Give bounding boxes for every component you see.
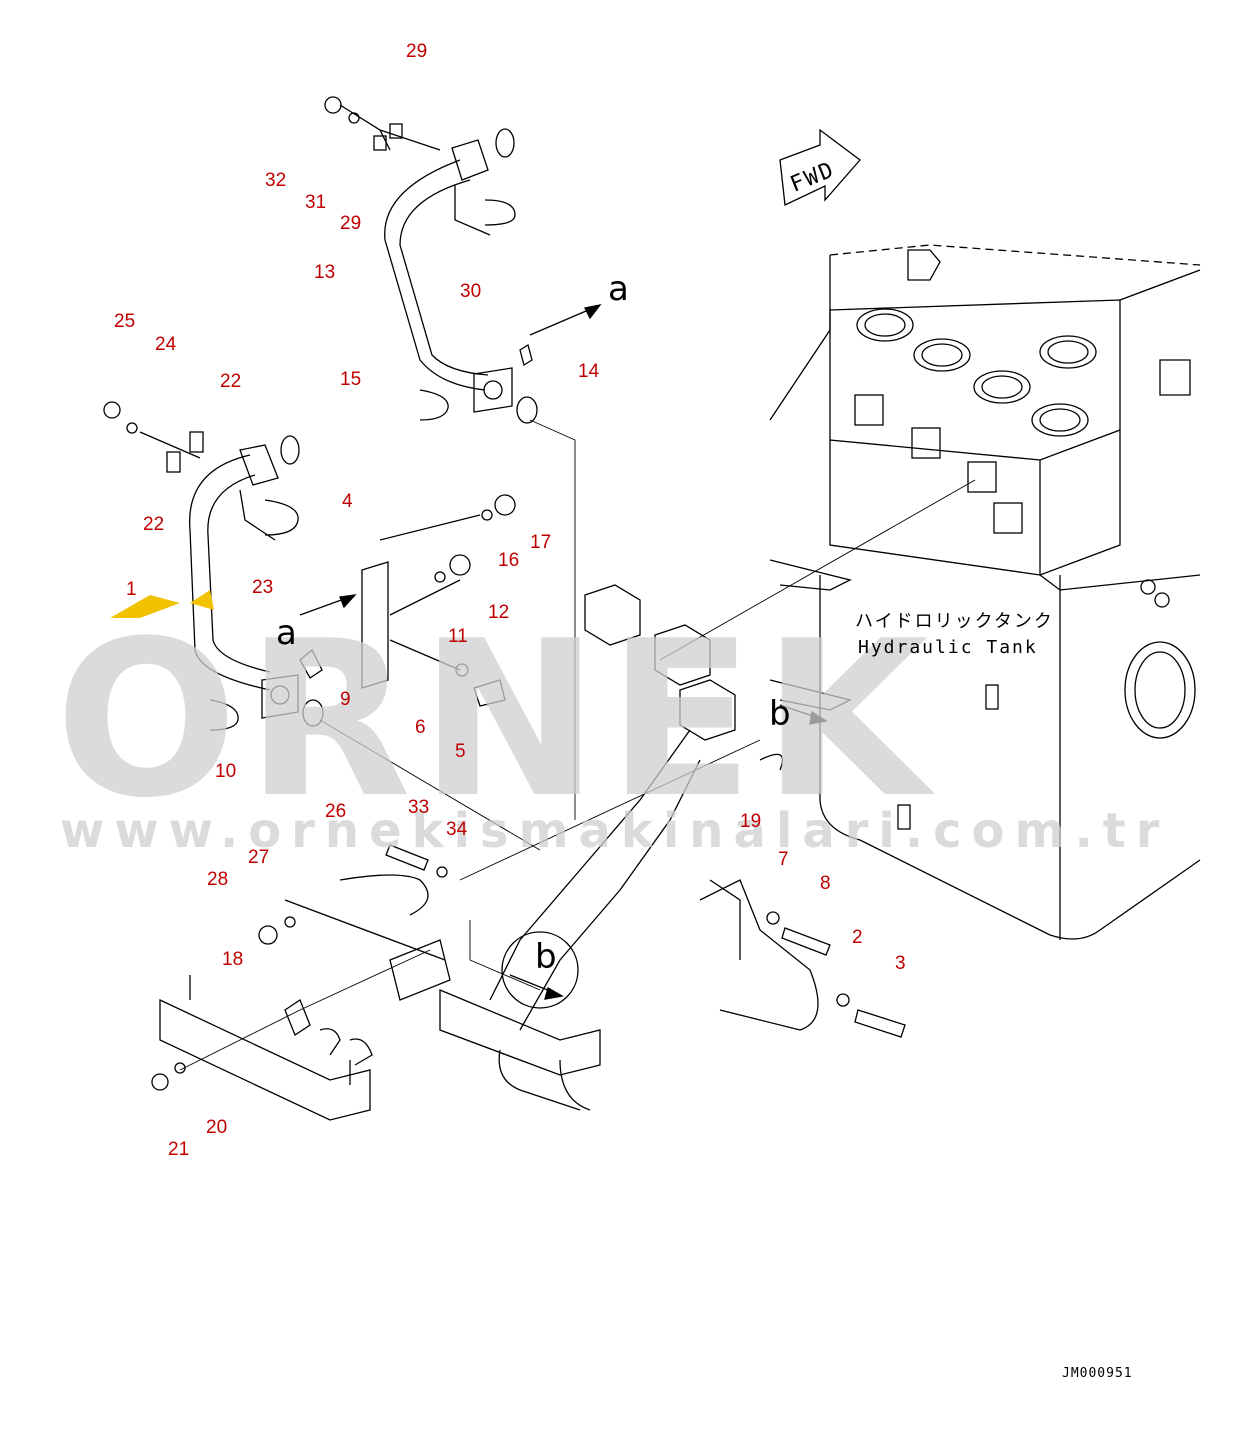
callout-2: 2 <box>852 927 863 948</box>
callout-26: 26 <box>325 801 347 822</box>
connection-lines <box>179 419 976 1071</box>
callout-8: 8 <box>820 873 831 894</box>
callout-16: 16 <box>498 550 520 571</box>
callout-6: 6 <box>415 717 426 738</box>
callout-32: 32 <box>265 170 287 191</box>
callout-22-top: 22 <box>220 371 242 392</box>
callout-28: 28 <box>207 869 229 890</box>
hydraulic-tank <box>769 244 1201 940</box>
callout-11: 11 <box>448 626 468 647</box>
callout-23: 23 <box>252 577 274 598</box>
callout-18: 18 <box>222 949 244 970</box>
watermark-brand: ORNEK <box>55 594 937 845</box>
callout-7: 7 <box>778 849 789 870</box>
view-label-a-left: a <box>276 613 297 653</box>
view-label-b-circle: b <box>535 937 557 977</box>
callout-13: 13 <box>314 262 336 283</box>
callout-29-top: 29 <box>406 41 428 62</box>
callout-10: 10 <box>215 761 237 782</box>
accent-mark <box>110 590 214 618</box>
callout-19: 19 <box>740 811 762 832</box>
callout-4: 4 <box>342 491 353 512</box>
callout-5: 5 <box>455 741 466 762</box>
callout-21: 21 <box>168 1139 190 1160</box>
callout-14: 14 <box>578 361 600 382</box>
callout-3: 3 <box>895 953 906 974</box>
callout-33: 33 <box>408 797 430 818</box>
callout-27: 27 <box>248 847 270 868</box>
drawing-code: JM000951 <box>1062 1366 1133 1381</box>
lower-frame <box>151 704 906 1121</box>
callout-1: 1 <box>126 579 137 600</box>
callout-29-bottom: 29 <box>340 213 362 234</box>
fwd-arrow <box>779 128 861 206</box>
callout-12: 12 <box>488 602 510 623</box>
valve-blocks <box>584 584 736 741</box>
callout-31: 31 <box>305 192 327 213</box>
pipe-13 <box>324 96 602 424</box>
bracket-4 <box>299 494 516 707</box>
callout-24: 24 <box>155 334 177 355</box>
tank-label-jp: ハイドロリックタンク <box>855 611 1054 632</box>
callout-22-bottom: 22 <box>143 514 165 535</box>
callout-9: 9 <box>340 689 351 710</box>
pipe-1 <box>103 401 324 731</box>
callout-34: 34 <box>446 819 468 840</box>
view-label-b-right: b <box>769 694 791 734</box>
callout-20: 20 <box>206 1117 228 1138</box>
callout-30: 30 <box>460 281 482 302</box>
callout-15: 15 <box>340 369 362 390</box>
view-label-a-top: a <box>608 269 629 309</box>
tank-label-en: Hydraulic Tank <box>858 637 1038 658</box>
callout-25: 25 <box>114 311 136 332</box>
callout-17: 17 <box>530 532 552 553</box>
watermark-url: www.ornekismakinalari.com.tr <box>60 803 1170 859</box>
